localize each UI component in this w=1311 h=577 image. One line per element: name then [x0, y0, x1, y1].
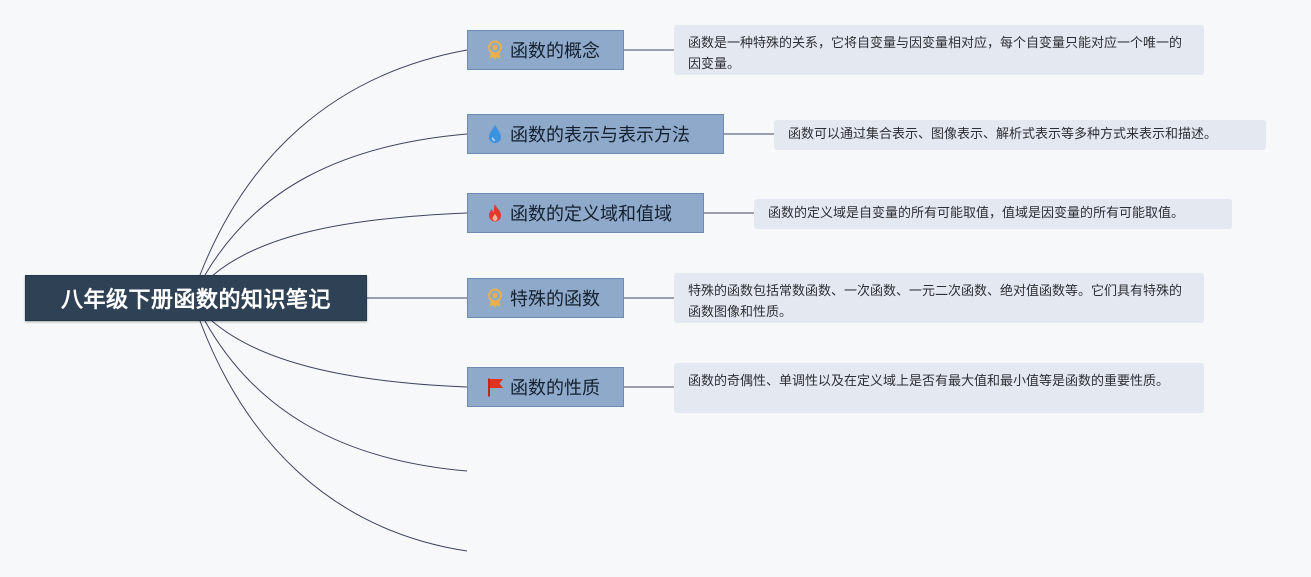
branch-line-7: [199, 320, 468, 552]
note-text: 函数可以通过集合表示、图像表示、解析式表示等多种方式来表示和描述。: [788, 127, 1218, 142]
fire-icon: [486, 202, 504, 224]
topic-label: 特殊的函数: [510, 289, 600, 310]
medal-icon: [486, 287, 504, 309]
note-text: 特殊的函数包括常数函数、一次函数、一元二次函数、绝对值函数等。它们具有特殊的函数…: [688, 284, 1183, 320]
note-domain-and-range: 函数的定义域是自变量的所有可能取值，值域是因变量的所有可能取值。: [754, 199, 1232, 229]
note-function-concept: 函数是一种特殊的关系，它将自变量与因变量相对应，每个自变量只能对应一个唯一的因变…: [674, 25, 1204, 75]
branch-line-5: [211, 320, 468, 388]
note-special-functions: 特殊的函数包括常数函数、一次函数、一元二次函数、绝对值函数等。它们具有特殊的函数…: [674, 273, 1204, 323]
root-topic[interactable]: 八年级下册函数的知识笔记: [25, 275, 367, 321]
topic-label: 函数的概念: [510, 41, 600, 62]
branch-line-2: [204, 133, 468, 276]
topic-label: 函数的性质: [510, 378, 600, 399]
water-drop-icon: [486, 123, 504, 145]
note-text: 函数的奇偶性、单调性以及在定义域上是否有最大值和最小值等是函数的重要性质。: [688, 374, 1170, 389]
branch-line-3: [211, 212, 468, 277]
topic-function-concept[interactable]: 函数的概念: [467, 30, 624, 70]
note-text: 函数是一种特殊的关系，它将自变量与因变量相对应，每个自变量只能对应一个唯一的因变…: [688, 36, 1183, 72]
medal-icon: [486, 39, 504, 61]
note-text: 函数的定义域是自变量的所有可能取值，值域是因变量的所有可能取值。: [768, 206, 1185, 221]
topic-function-representation[interactable]: 函数的表示与表示方法: [467, 114, 724, 154]
note-function-properties: 函数的奇偶性、单调性以及在定义域上是否有最大值和最小值等是函数的重要性质。: [674, 363, 1204, 413]
topic-label: 函数的表示与表示方法: [510, 125, 690, 146]
topic-label: 函数的定义域和值域: [510, 204, 672, 225]
topic-function-properties[interactable]: 函数的性质: [467, 367, 624, 407]
root-title: 八年级下册函数的知识笔记: [60, 288, 331, 313]
note-function-representation: 函数可以通过集合表示、图像表示、解析式表示等多种方式来表示和描述。: [774, 120, 1266, 150]
topic-special-functions[interactable]: 特殊的函数: [467, 278, 624, 318]
red-flag-icon: [486, 376, 504, 398]
branch-line-1: [199, 49, 468, 276]
branch-line-6: [204, 320, 468, 472]
topic-domain-and-range[interactable]: 函数的定义域和值域: [467, 193, 704, 233]
